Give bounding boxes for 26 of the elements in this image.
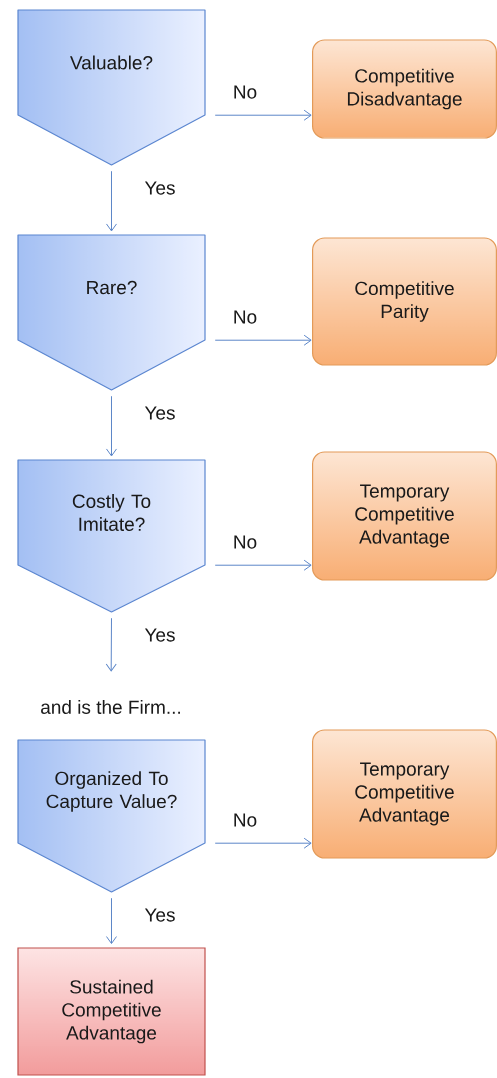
note-text: and is the Firm...: [41, 700, 180, 714]
edge-label: Yes: [144, 181, 175, 195]
edge-label: No: [234, 85, 257, 99]
result-box: Sustained Competitive Advantage: [17, 947, 206, 1076]
edge-label: No: [234, 813, 257, 827]
decision-chevron: Organized To Capture Value?: [17, 739, 206, 893]
edge-label: No: [234, 310, 257, 324]
edge-label: Yes: [144, 628, 175, 642]
edge-label: Yes: [144, 908, 175, 922]
outcome-box: Temporary Competitive Advantage: [312, 451, 497, 581]
arrow: [214, 109, 312, 121]
outcome-box: Competitive Disadvantage: [312, 39, 497, 139]
outcome-box: Competitive Parity: [312, 237, 497, 366]
arrow: [214, 837, 312, 849]
outcome-box: Temporary Competitive Advantage: [312, 729, 497, 859]
edge-label: No: [234, 535, 257, 549]
decision-chevron: Costly To Imitate?: [17, 459, 206, 613]
arrow: [214, 334, 312, 346]
arrow: [106, 170, 117, 232]
arrow: [105, 617, 117, 672]
decision-chevron: Rare?: [17, 234, 206, 391]
arrow: [214, 559, 312, 571]
decision-chevron: Valuable?: [17, 9, 206, 166]
arrow: [106, 395, 117, 457]
arrow: [106, 897, 117, 945]
edge-label: Yes: [144, 406, 175, 420]
